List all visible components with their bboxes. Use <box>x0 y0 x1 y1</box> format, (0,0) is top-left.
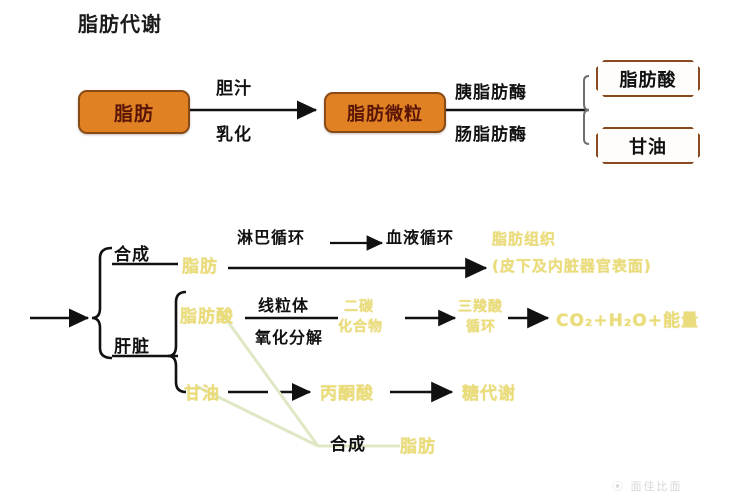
label-fat-bottom: 脂肪 <box>400 437 436 457</box>
label-energy-products: CO₂+H₂O+能量 <box>556 311 699 331</box>
label-fatty-acid-metabolite: 脂肪酸 <box>180 307 234 327</box>
label-synthesis-branch: 合成 <box>114 245 150 265</box>
box-fatty-acid[interactable]: 脂肪酸 <box>596 60 700 97</box>
brace-fattyacid-glycerol <box>167 290 187 394</box>
label-liver-branch: 肝脏 <box>114 337 150 357</box>
label-pancreatic-lipase: 胰脂肪酶 <box>455 83 527 103</box>
label-bile: 胆汁 <box>216 79 252 99</box>
box-glycerol[interactable]: 甘油 <box>596 127 700 164</box>
label-blood-circulation: 血液循环 <box>386 228 455 247</box>
box-fat-micelle[interactable]: 脂肪微粒 <box>324 92 446 133</box>
label-adipose-tissue: 脂肪组织 <box>492 230 557 248</box>
label-two-carbon-2: 化合物 <box>338 319 383 335</box>
label-mitochondria: 线粒体 <box>258 296 310 315</box>
brace-synthesis-liver <box>91 246 113 360</box>
page-title: 脂肪代谢 <box>78 12 162 36</box>
label-fat-metabolite: 脂肪 <box>182 257 218 277</box>
label-tca-1: 三羧酸 <box>458 299 503 315</box>
label-sugar-metabolism: 糖代谢 <box>462 384 516 404</box>
green-line-from-fattyacid <box>216 307 320 447</box>
label-emulsification: 乳化 <box>216 125 252 145</box>
bracket-products <box>583 75 590 145</box>
label-oxidative-decomposition: 氧化分解 <box>255 328 324 347</box>
label-intestinal-lipase: 肠脂肪酶 <box>455 125 527 145</box>
green-line-from-glycerol <box>195 384 319 448</box>
label-synthesis-bottom: 合成 <box>330 435 366 455</box>
watermark: ⦿ 面佳比面 <box>612 480 683 493</box>
box-fat[interactable]: 脂肪 <box>78 90 190 134</box>
label-glycerol-metabolite: 甘油 <box>184 384 220 404</box>
label-two-carbon-1: 二碳 <box>344 299 374 315</box>
label-tca-2: 循环 <box>466 319 496 335</box>
label-pyruvate: 丙酮酸 <box>320 384 374 404</box>
label-lymph-circulation: 淋巴循环 <box>237 228 306 247</box>
label-adipose-detail: (皮下及内脏器官表面) <box>492 257 652 275</box>
